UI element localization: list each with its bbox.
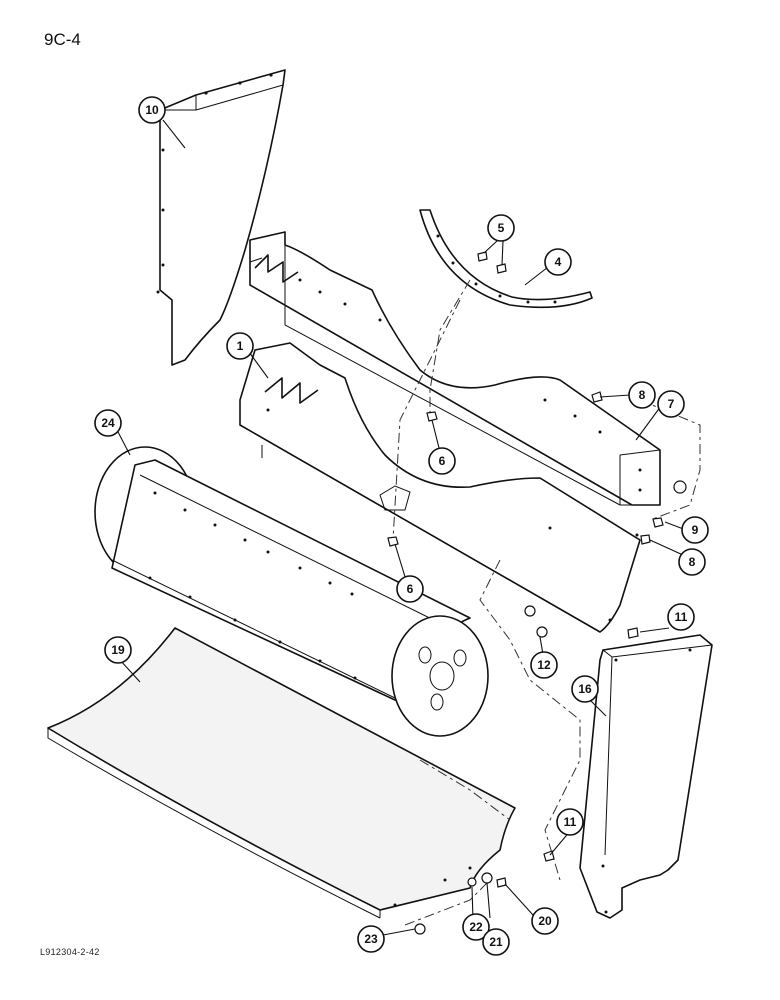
nut-9a — [673, 480, 687, 494]
callout-6a-label: 6 — [439, 454, 446, 468]
callout-19-label: 19 — [111, 643, 125, 657]
nut-12a — [524, 605, 536, 617]
part-7-channel-beam — [249, 231, 661, 506]
part-16-side-shield — [579, 634, 713, 919]
bolt-11a — [627, 627, 639, 639]
callout-16-label: 16 — [578, 682, 592, 696]
callout-10-label: 10 — [145, 103, 159, 117]
callout-8b: 8 — [678, 548, 706, 576]
callout-8a: 8 — [628, 381, 656, 409]
nut-6b — [387, 536, 399, 547]
callout-20: 20 — [531, 907, 559, 935]
callout-20-label: 20 — [538, 914, 552, 928]
callout-21: 21 — [482, 928, 510, 956]
callout-22: 22 — [462, 913, 490, 941]
part-24-drum — [94, 446, 489, 737]
page-number: 9C-4 — [44, 30, 81, 49]
callout-16: 16 — [571, 675, 599, 703]
nut-23 — [414, 923, 426, 935]
bolt-5a — [477, 251, 488, 262]
callout-7-label: 7 — [668, 397, 675, 411]
nut-9b — [652, 517, 664, 528]
callout-24-label: 24 — [101, 416, 115, 430]
callout-6b: 6 — [396, 575, 424, 603]
callout-22-label: 22 — [469, 920, 483, 934]
callout-6b-label: 6 — [407, 582, 414, 596]
part-10-side-shield — [156, 69, 286, 366]
callout-4-label: 4 — [555, 255, 562, 269]
leader-lines — [116, 119, 687, 936]
callout-11a: 11 — [667, 603, 695, 631]
callout-1-label: 1 — [237, 339, 244, 353]
callout-8b-label: 8 — [689, 555, 696, 569]
callout-23-label: 23 — [364, 932, 378, 946]
lock-washer-22 — [467, 877, 477, 887]
bolt-5b — [496, 263, 507, 274]
reference-code: L912304-2-42 — [40, 947, 100, 957]
part-1-angle-panel — [239, 342, 641, 633]
callout-24: 24 — [94, 409, 122, 437]
bolt-20 — [496, 877, 507, 888]
nut-12b — [536, 626, 548, 638]
washer-21 — [481, 872, 493, 884]
bolt-8a — [591, 391, 603, 403]
callout-23: 23 — [357, 925, 385, 953]
callout-12: 12 — [530, 651, 558, 679]
callout-10: 10 — [138, 96, 166, 124]
callout-5-label: 5 — [498, 221, 505, 235]
callout-21-label: 21 — [489, 935, 503, 949]
assembly-lines — [392, 279, 701, 926]
nut-6a — [426, 411, 438, 422]
callout-4: 4 — [544, 248, 572, 276]
callout-19: 19 — [104, 636, 132, 664]
part-19-bottom-pan — [47, 627, 516, 919]
callout-9-label: 9 — [692, 523, 699, 537]
callout-8a-label: 8 — [639, 388, 646, 402]
callout-12-label: 12 — [537, 658, 551, 672]
bolt-8b — [640, 534, 651, 545]
callout-5: 5 — [487, 214, 515, 242]
callout-11b: 11 — [556, 808, 584, 836]
callout-7: 7 — [657, 390, 685, 418]
callout-6a: 6 — [428, 447, 456, 475]
callout-1: 1 — [226, 332, 254, 360]
callout-9: 9 — [681, 516, 709, 544]
callout-11a-label: 11 — [675, 610, 688, 624]
callout-11b-label: 11 — [564, 815, 577, 829]
